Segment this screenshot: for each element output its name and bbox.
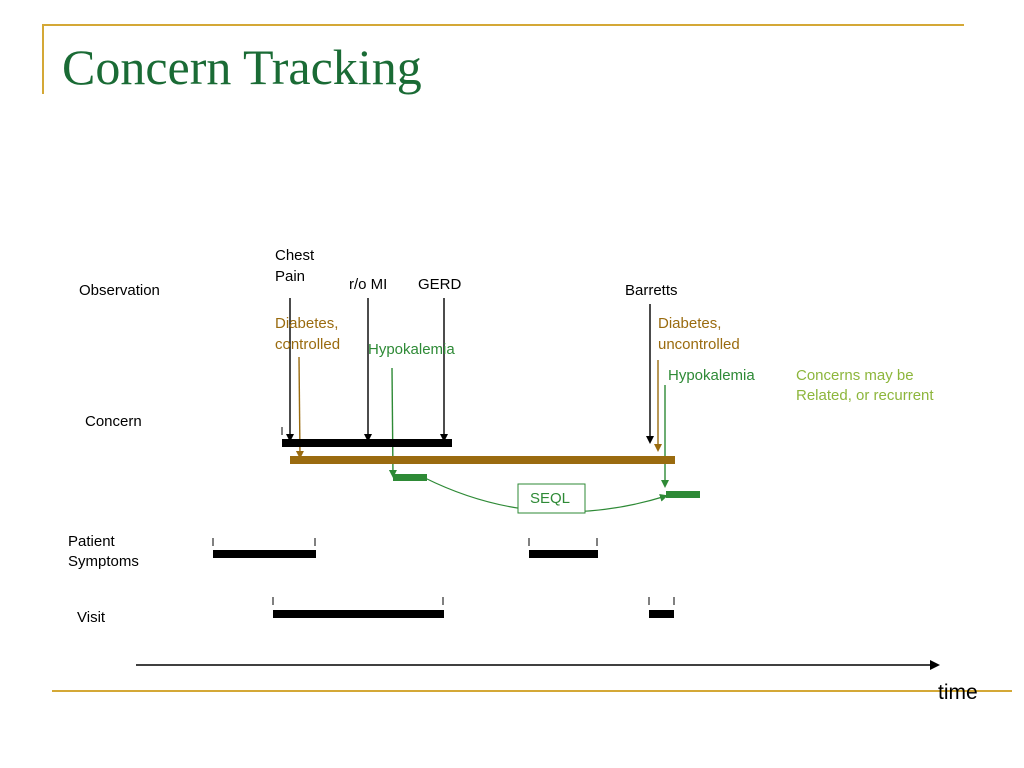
concern-label-diabetes-2b: uncontrolled (658, 336, 740, 353)
concern-label-diabetes-1b: controlled (275, 336, 340, 353)
visit-bar-1 (273, 610, 444, 618)
concern-label-diabetes-2a: Diabetes, (658, 315, 721, 332)
concern-label-hypokalemia-2: Hypokalemia (668, 367, 755, 384)
concern-label-hypokalemia-1: Hypokalemia (368, 341, 455, 358)
row-label-visit: Visit (77, 609, 106, 626)
seql-label: SEQL (530, 490, 570, 507)
obs-label-chest: Chest (275, 247, 315, 264)
bottom-rule (52, 690, 1012, 692)
row-label-patient: Patient (68, 533, 116, 550)
symptom-bar-2 (529, 550, 598, 558)
concern-bar-diabetes (290, 456, 675, 464)
time-axis-arrowhead (930, 660, 940, 670)
concern-label-diabetes-1a: Diabetes, (275, 315, 338, 332)
concern-bar-hypokalemia-1 (393, 474, 427, 481)
slide-title: Concern Tracking (62, 39, 422, 95)
visit-bar-2 (649, 610, 674, 618)
row-label-observation: Observation (79, 282, 160, 299)
note-line-2: Related, or recurrent (796, 387, 934, 404)
obs-label-gerd: GERD (418, 276, 462, 293)
concern-bar-chest-pain (282, 439, 452, 447)
left-rule (42, 24, 44, 94)
top-rule (42, 24, 964, 26)
concern-bar-hypokalemia-2 (666, 491, 700, 498)
time-axis-label: time (938, 681, 978, 704)
obs-label-ro-mi: r/o MI (349, 276, 387, 293)
row-label-symptoms: Symptoms (68, 553, 139, 570)
symptom-bar-1 (213, 550, 316, 558)
note-line-1: Concerns may be (796, 367, 914, 384)
obs-label-pain: Pain (275, 268, 305, 285)
obs-label-barretts: Barretts (625, 282, 678, 299)
row-label-concern: Concern (85, 413, 142, 430)
seql-box (517, 483, 586, 514)
